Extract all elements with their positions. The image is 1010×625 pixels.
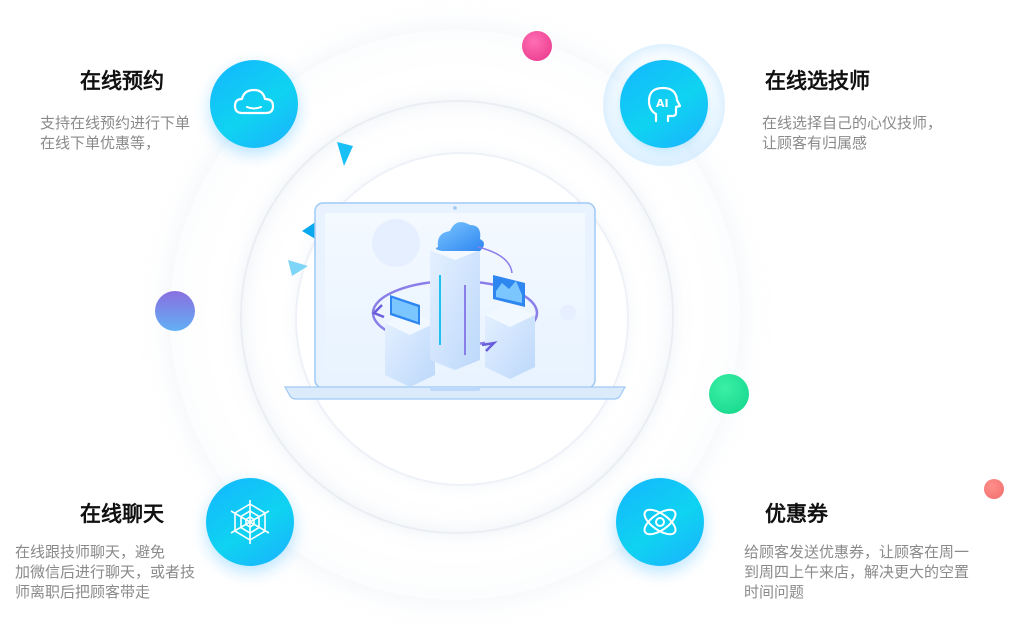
decorative-triangle [288,260,308,276]
background-ring-inner [295,152,629,486]
decorative-dot-green [709,374,749,414]
atom-icon [643,508,677,536]
coupon-description-line: 时间问题 [744,583,805,601]
coupon-title: 优惠券 [765,502,828,526]
select-technician-description: 在线选择自己的心仪技师， 让顾客有归属感 [762,113,942,153]
decorative-dot-purple [155,291,195,331]
booking-description-line: 在线下单优惠等， [40,134,161,152]
coupon-description: 给顾客发送优惠券，让顾客在周一 到周四上午来店，解决更大的空置 时间问题 [744,542,969,602]
chat-title: 在线聊天 [80,502,164,526]
booking-description-line: 支持在线预约进行下单 [40,114,191,132]
coupon-feature-icon[interactable] [616,478,704,566]
decorative-dot-coral [984,479,1004,499]
chat-description-line: 加微信后进行聊天，或者技 [15,563,196,581]
coupon-description-line: 给顾客发送优惠券，让顾客在周一 [744,543,970,561]
ai-icon-text: AI [656,97,669,110]
chat-description: 在线跟技师聊天，避免 加微信后进行聊天，或者技 师离职后把顾客带走 [15,542,195,602]
select-technician-feature-icon[interactable]: AI [620,60,708,148]
select-technician-description-line: 让顾客有归属感 [762,134,868,152]
booking-description: 支持在线预约进行下单 在线下单优惠等， [40,113,190,153]
booking-title: 在线预约 [80,69,164,93]
decorative-dot-pink [522,31,552,61]
decorative-triangle [337,142,353,166]
ai-head-icon: AI [647,86,682,123]
booking-feature-icon[interactable] [210,60,298,148]
cloud-icon [233,88,275,115]
select-technician-title: 在线选技师 [765,69,870,93]
chat-description-line: 在线跟技师聊天，避免 [15,543,166,561]
coupon-description-line: 到周四上午来店，解决更大的空置 [744,563,970,581]
select-technician-description-line: 在线选择自己的心仪技师， [762,114,943,132]
laptop-illustration [283,202,627,400]
chat-feature-icon[interactable] [206,478,294,566]
chat-description-line: 师离职后把顾客带走 [15,583,151,601]
spider-web-icon [230,500,270,544]
background-ring-middle [240,100,674,534]
